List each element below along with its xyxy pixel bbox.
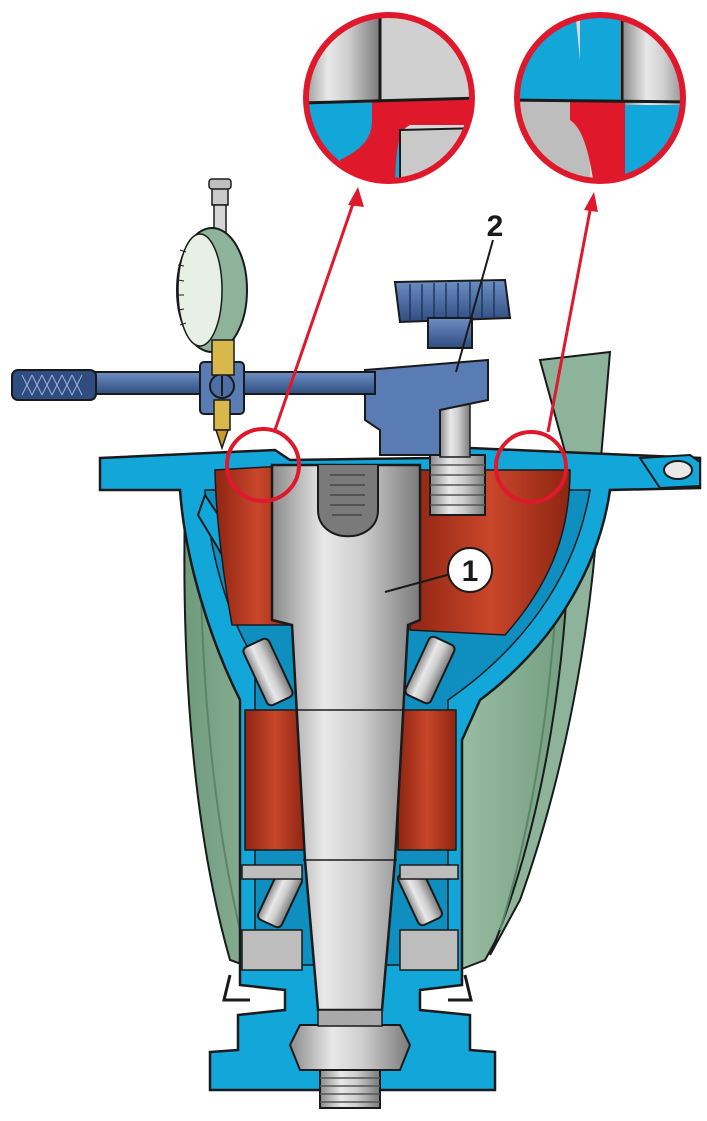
magnifier-icon-left <box>303 12 475 184</box>
arrows <box>273 187 598 433</box>
measuring-tool <box>11 278 512 456</box>
dial-indicator-icon <box>176 178 248 451</box>
magnifier-icon-right <box>514 12 686 184</box>
spindle <box>270 463 422 1109</box>
detail-marker-right <box>494 430 568 504</box>
callout-1-label: 1 <box>462 555 479 588</box>
callout-2: 2 <box>455 210 504 373</box>
callout-1: 1 <box>384 547 493 593</box>
callout-2-label: 2 <box>487 210 504 243</box>
detail-marker-left <box>225 427 301 503</box>
bearings <box>241 635 459 971</box>
